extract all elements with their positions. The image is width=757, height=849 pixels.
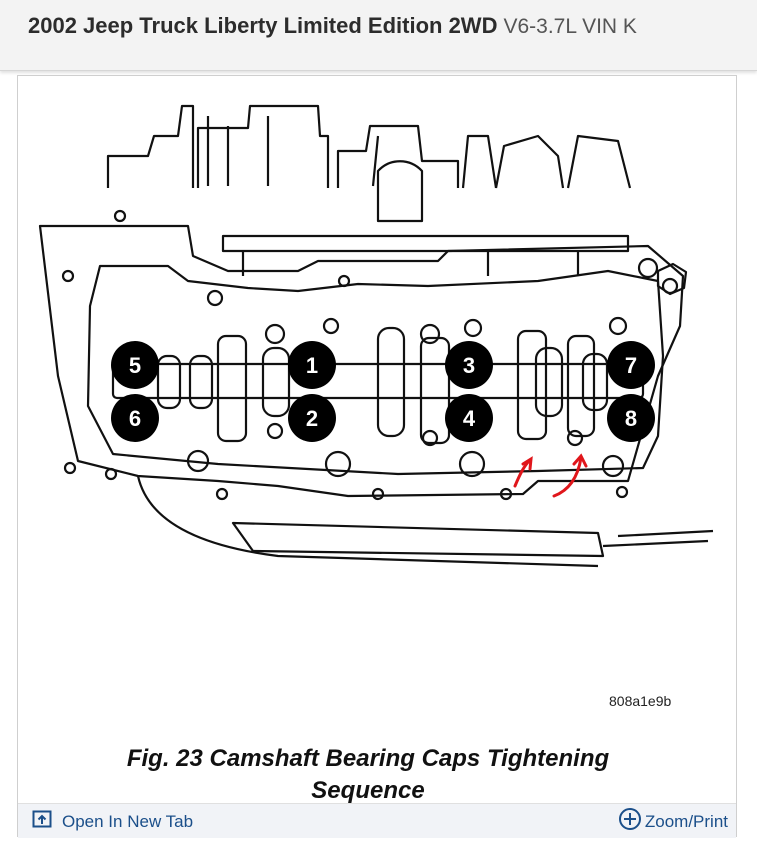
figure-toolbar: Open In New Tab Zoom/Print: [18, 803, 736, 838]
sequence-label: 2: [306, 406, 318, 431]
sequence-marker-4: 4: [445, 394, 493, 442]
sequence-marker-7: 7: [607, 341, 655, 389]
page-header: 2002 Jeep Truck Liberty Limited Edition …: [0, 0, 757, 71]
sequence-markers: 1 2 3 4 5 6 7 8: [111, 341, 655, 442]
open-in-new-tab-link[interactable]: Open In New Tab: [32, 810, 193, 833]
open-in-new-tab-label: Open In New Tab: [62, 811, 194, 831]
sequence-label: 1: [306, 353, 318, 378]
open-new-tab-icon: [32, 810, 52, 833]
vehicle-title: 2002 Jeep Truck Liberty Limited Edition …: [28, 13, 498, 38]
zoom-print-link[interactable]: Zoom/Print: [618, 807, 728, 836]
sequence-label: 8: [625, 406, 637, 431]
sequence-label: 7: [625, 353, 637, 378]
engine-subtitle: V6-3.7L VIN K: [503, 15, 637, 38]
sequence-marker-8: 8: [607, 394, 655, 442]
sequence-label: 5: [129, 353, 141, 378]
sequence-label: 4: [463, 406, 476, 431]
sequence-marker-6: 6: [111, 394, 159, 442]
page-title: 2002 Jeep Truck Liberty Limited Edition …: [28, 13, 637, 39]
sequence-marker-3: 3: [445, 341, 493, 389]
figure-panel: 1 2 3 4 5 6 7 8 808a1e9b Fig. 23 Camshaf…: [17, 75, 737, 838]
sequence-label: 3: [463, 353, 475, 378]
image-code: 808a1e9b: [609, 693, 672, 709]
figure-caption: Fig. 23 Camshaft Bearing Caps Tightening…: [58, 743, 678, 807]
red-annotation-arrows: [513, 453, 588, 498]
camshaft-diagram: 1 2 3 4 5 6 7 8: [38, 104, 714, 568]
sequence-marker-2: 2: [288, 394, 336, 442]
caption-line-1: Fig. 23 Camshaft Bearing Caps Tightening: [126, 745, 610, 772]
sequence-label: 6: [129, 406, 141, 431]
zoom-plus-icon: [618, 807, 642, 836]
sequence-marker-1: 1: [288, 341, 336, 389]
sequence-marker-5: 5: [111, 341, 159, 389]
caption-line-2: Sequence: [311, 777, 425, 804]
zoom-print-label: Zoom/Print: [644, 811, 728, 831]
